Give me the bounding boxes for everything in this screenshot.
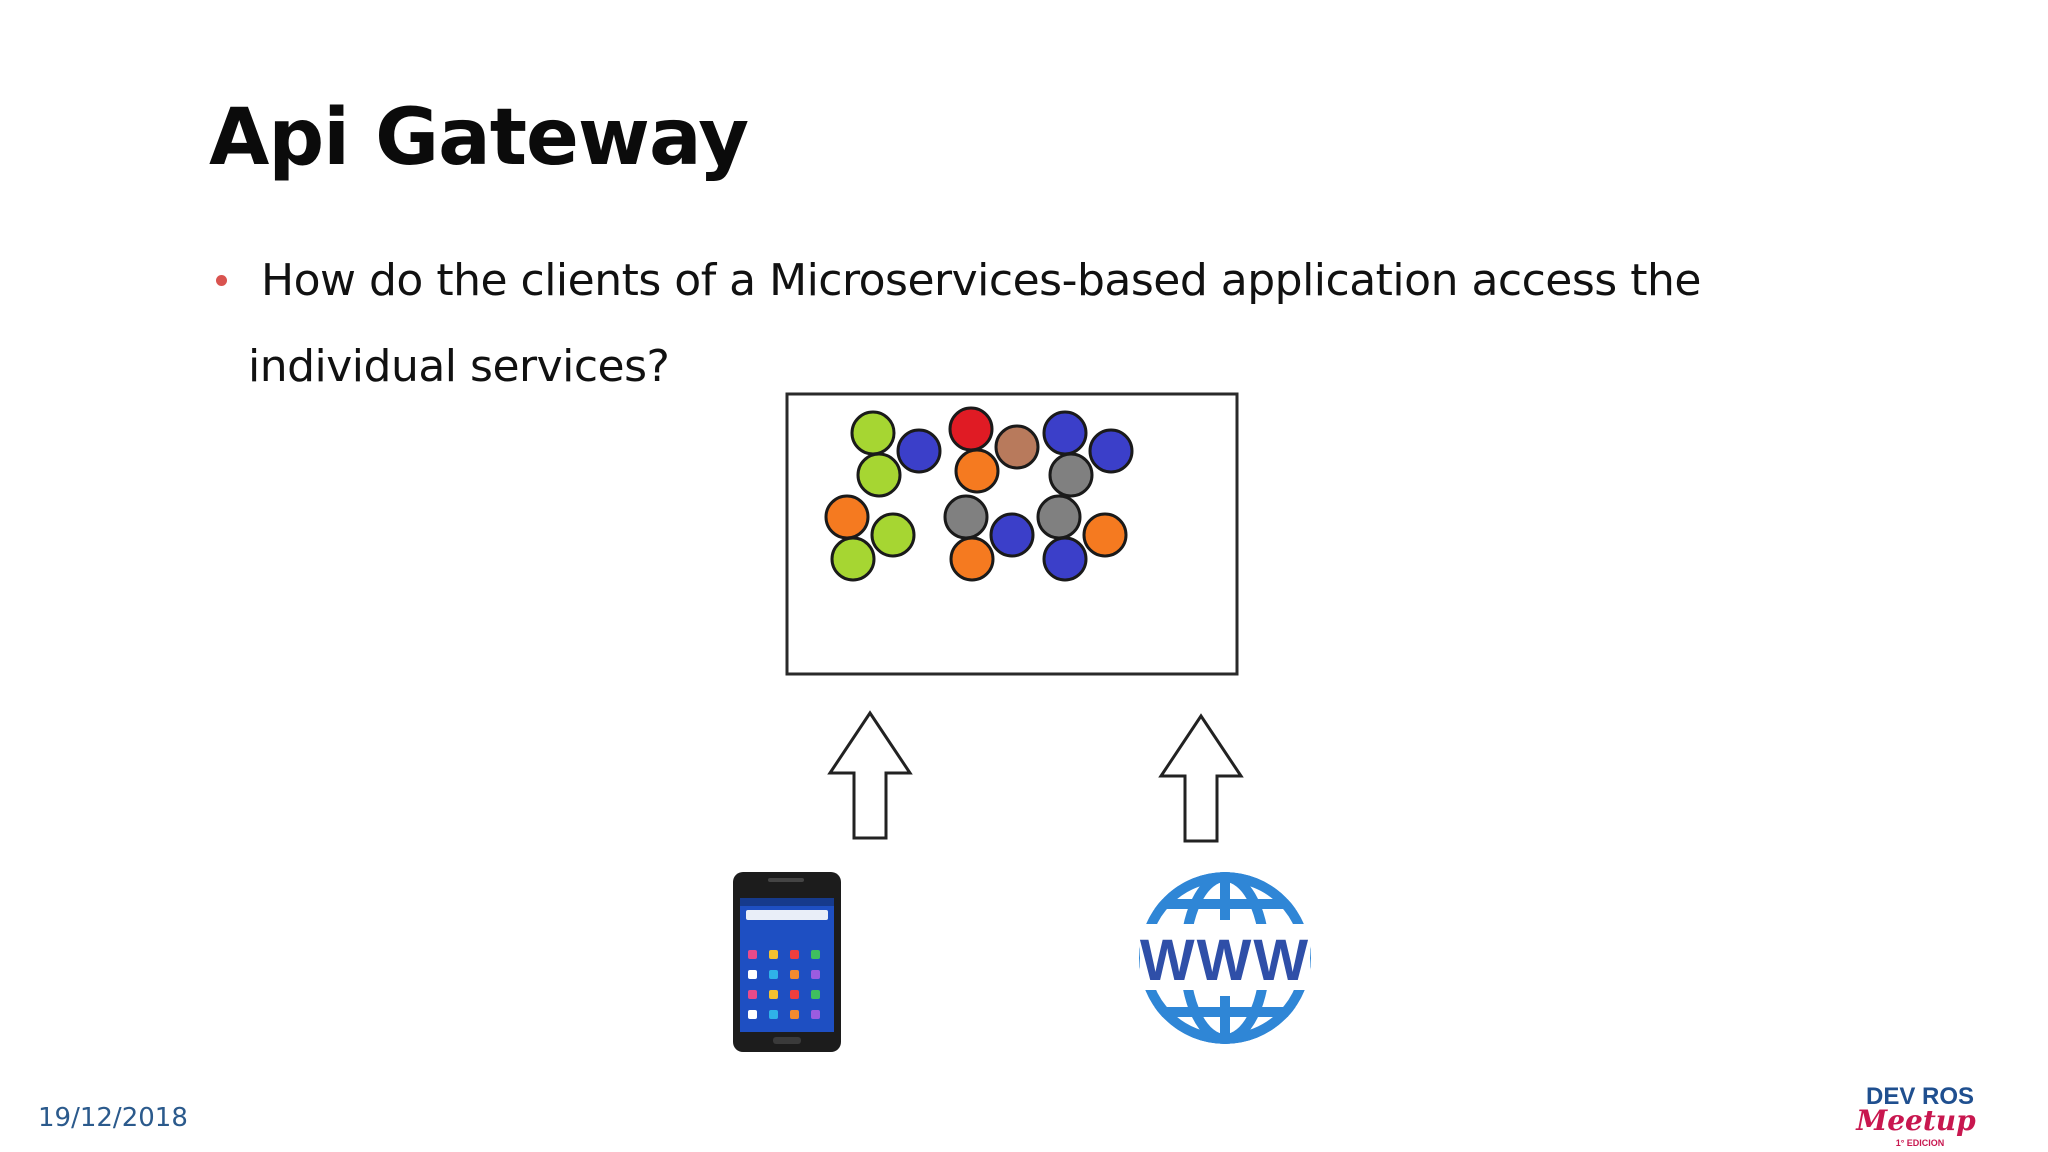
logo-top-text: DEV ROS — [1866, 1083, 1974, 1110]
microservice-circle — [994, 424, 1040, 470]
service-cluster — [948, 406, 1040, 494]
microservice-circle — [948, 406, 994, 452]
service-clusters — [824, 406, 1134, 582]
microservice-circle — [1042, 410, 1088, 456]
phone-app-icon — [748, 1010, 757, 1019]
service-cluster — [824, 494, 916, 582]
service-cluster — [1036, 494, 1128, 582]
bullet-text-line1: How do the clients of a Microservices-ba… — [261, 255, 1701, 306]
slide-date: 19/12/2018 — [38, 1103, 188, 1133]
phone-app-icon — [811, 990, 820, 999]
phone-app-icon — [790, 970, 799, 979]
slide-title: Api Gateway — [209, 93, 749, 183]
microservice-circle — [1088, 428, 1134, 474]
microservice-circle — [896, 428, 942, 474]
microservice-circle — [830, 536, 876, 582]
phone-app-icon — [811, 1010, 820, 1019]
microservice-circle — [989, 512, 1035, 558]
microservice-circle — [954, 448, 1000, 494]
www-label: WWW — [1140, 928, 1310, 993]
phone-app-icon — [769, 1010, 778, 1019]
phone-app-icon — [748, 970, 757, 979]
microservice-circle — [1042, 536, 1088, 582]
microservice-circle — [1082, 512, 1128, 558]
phone-app-icon — [748, 950, 757, 959]
service-cluster — [850, 410, 942, 498]
service-cluster — [1042, 410, 1134, 498]
microservice-circle — [1048, 452, 1094, 498]
phone-app-icon — [769, 970, 778, 979]
microservice-circle — [870, 512, 916, 558]
bullet-dot — [216, 275, 227, 286]
phone-app-icon — [790, 950, 799, 959]
microservice-circle — [824, 494, 870, 540]
phone-app-icon — [790, 1010, 799, 1019]
phone-app-icon — [790, 990, 799, 999]
logo-script-text: Meetup — [1855, 1104, 1976, 1137]
up-arrow-right — [1158, 713, 1244, 843]
phone-app-icon — [811, 950, 820, 959]
microservice-circle — [856, 452, 902, 498]
globe-www-icon: WWW — [1139, 872, 1311, 1044]
bullet-text-line2: individual services? — [248, 341, 670, 392]
up-arrow-left — [827, 710, 913, 840]
microservice-circle — [850, 410, 896, 456]
phone-app-icon — [748, 990, 757, 999]
api-gateway-diagram: WWW — [733, 392, 1311, 1052]
dev-ros-meetup-logo: DEV ROS Meetup 1° EDICION — [1855, 1083, 1976, 1148]
logo-sub-text: 1° EDICION — [1896, 1138, 1945, 1148]
phone-app-icon — [769, 950, 778, 959]
phone-app-icon — [769, 990, 778, 999]
microservice-circle — [943, 494, 989, 540]
phone-app-icon — [811, 970, 820, 979]
microservice-circle — [1036, 494, 1082, 540]
smartphone-icon — [733, 872, 841, 1052]
microservice-circle — [949, 536, 995, 582]
service-cluster — [943, 494, 1035, 582]
